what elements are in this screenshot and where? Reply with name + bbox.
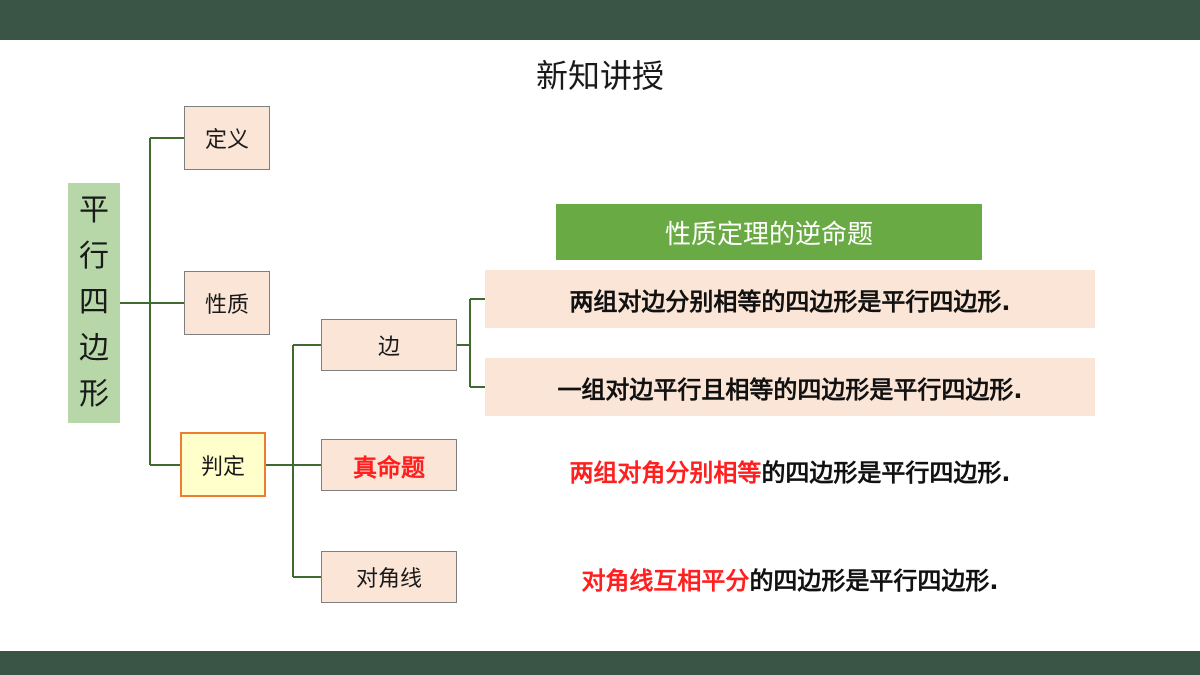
statement-opposite-sides-equal: 两组对边分别相等的四边形是平行四边形. [485,270,1095,328]
statement-opposite-angles: 两组对角分别相等的四边形是平行四边形. [485,445,1095,495]
root-char: 平 [79,193,109,228]
statement-rest: 的四边形是平行四边形. [749,566,999,595]
converse-header: 性质定理的逆命题 [556,204,982,260]
top-band [0,0,1200,40]
root-char: 形 [79,377,109,412]
root-char: 四 [79,285,109,320]
node-definition: 定义 [184,106,270,170]
root-node: 平 行 四 边 形 [68,183,120,423]
root-char: 边 [79,331,109,366]
bottom-band [0,651,1200,675]
statement-highlight: 两组对角分别相等 [569,458,762,487]
node-side: 边 [321,319,457,371]
statement-highlight: 对角线互相平分 [581,566,750,595]
statement-rest: 的四边形是平行四边形. [761,458,1011,487]
root-char: 行 [79,239,109,274]
page-title: 新知讲授 [535,57,664,95]
node-judgment: 判定 [180,432,266,497]
statement-diagonals-bisect: 对角线互相平分的四边形是平行四边形. [485,553,1095,603]
node-diagonal: 对角线 [321,551,457,603]
node-property: 性质 [184,271,270,335]
node-true-proposition: 真命题 [321,439,457,491]
statement-one-pair-parallel-equal: 一组对边平行且相等的四边形是平行四边形. [485,358,1095,416]
